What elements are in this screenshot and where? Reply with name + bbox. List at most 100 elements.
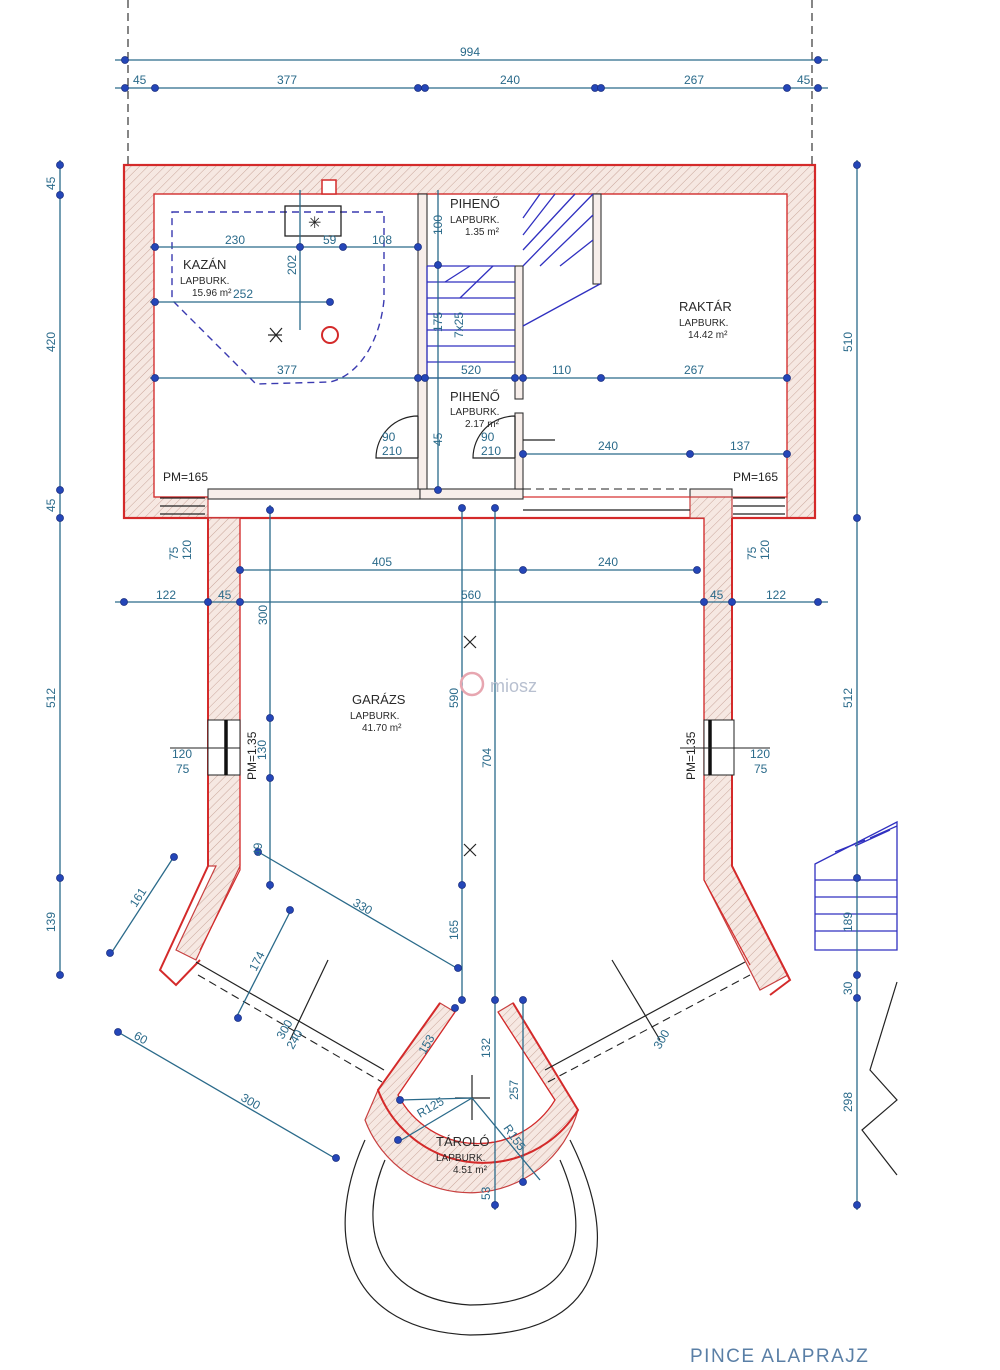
dim-d-165: 165 (447, 920, 461, 940)
dim-door-45: 45 (431, 432, 445, 446)
dim-g-45b: 45 (710, 588, 724, 602)
door-piheno (472, 415, 516, 459)
dim-kazan-202: 202 (285, 255, 299, 275)
dim-stair-175: 175 (431, 312, 445, 332)
dim-left-b: 420 (44, 332, 58, 352)
pm-garage-right-label: PM=1.35 (684, 731, 698, 780)
dim-left-d: 512 (44, 688, 58, 708)
pm-garage-left-label: PM=1.35 (245, 731, 259, 780)
dim-top-b: 377 (277, 73, 297, 87)
dim-gw-130: 130 (255, 740, 269, 760)
dim-g-122a: 122 (156, 588, 176, 602)
dimension-nodes (56, 56, 861, 1209)
dim-kazan-59: 59 (323, 233, 337, 247)
dim-door-210b: 210 (481, 444, 501, 458)
room-tarolo: TÁROLÓ LAPBURK. 4.51 m² (436, 1134, 489, 1176)
dim-g-45a: 45 (218, 588, 232, 602)
room-raktar-area: 14.42 m² (688, 330, 728, 341)
kazan-right-wall (417, 193, 428, 490)
pm-left-label: PM=165 (163, 470, 208, 484)
plan-title: PINCE ALAPRAJZ (690, 1346, 869, 1367)
dim-top-a: 45 (133, 73, 147, 87)
piheno-bottom-wall (419, 488, 524, 500)
dim-right-a: 510 (841, 332, 855, 352)
pm-annotations: PM=165 PM=165 PM=1.35 PM=1.35 (163, 470, 778, 780)
kazan-fixtures: ✳ (171, 205, 385, 385)
dim-win-120a: 120 (180, 540, 194, 560)
dim-gw-120b: 120 (750, 747, 770, 761)
dim-d-300b: 300 (239, 1090, 264, 1112)
dim-stair-7x25: 7x25 (452, 312, 466, 338)
dim-g-240: 240 (598, 555, 618, 569)
dim-g-704: 704 (480, 748, 494, 768)
pm-right-label: PM=165 (733, 470, 778, 484)
dim-d-330: 330 (351, 895, 376, 917)
room-garazs-floor: LAPBURK. (350, 711, 399, 722)
dim-left-c: 45 (44, 498, 58, 512)
dim-door-210a: 210 (382, 444, 402, 458)
room-garazs-area: 41.70 m² (362, 723, 402, 734)
doors (375, 415, 555, 459)
room-tarolo-area: 4.51 m² (453, 1165, 488, 1176)
dim-mid-110: 110 (552, 363, 571, 377)
room-piheno-upper: PIHENŐ LAPBURK. 1.35 m² (450, 196, 500, 238)
dim-gw-75a: 75 (176, 762, 190, 776)
window-garage-left (170, 719, 241, 776)
svg-text:✳: ✳ (308, 215, 321, 232)
dim-stair-100: 100 (431, 215, 445, 235)
dim-d-161: 161 (127, 885, 150, 910)
room-piheno1-name: PIHENŐ (450, 196, 500, 211)
room-raktar-name: RAKTÁR (679, 299, 732, 314)
watermark-text: miosz (490, 676, 537, 696)
stair-right-wall (592, 193, 602, 285)
dim-d-60: 60 (132, 1028, 151, 1047)
dimension-labels: 994 45 377 240 267 45 45 420 45 512 139 … (44, 45, 855, 1200)
watermark: miosz (459, 671, 537, 697)
room-garazs-name: GARÁZS (352, 692, 406, 707)
room-tarolo-floor: LAPBURK. (436, 1153, 485, 1164)
dim-gw-120a: 120 (172, 747, 192, 761)
dim-left-e: 139 (44, 912, 58, 932)
dim-top-d: 267 (684, 73, 704, 87)
dim-right-d: 30 (841, 981, 855, 995)
dim-top-c: 240 (500, 73, 520, 87)
room-piheno2-name: PIHENŐ (450, 389, 500, 404)
dim-top-total: 994 (460, 45, 480, 59)
window-upper-left (160, 497, 205, 515)
room-piheno-lower: PIHENŐ LAPBURK. 2.17 m² (450, 389, 500, 430)
dim-left-a: 45 (44, 176, 58, 190)
dim-mid-520: 520 (461, 363, 481, 377)
dim-lower-137: 137 (730, 439, 750, 453)
room-piheno2-area: 2.17 m² (465, 419, 500, 430)
window-garage-right (680, 719, 770, 776)
room-raktar: RAKTÁR LAPBURK. 14.42 m² (679, 299, 732, 341)
dim-win-75a: 75 (167, 546, 181, 560)
dim-mid-377: 377 (277, 363, 297, 377)
dim-win-120b: 120 (758, 540, 772, 560)
room-piheno1-floor: LAPBURK. (450, 215, 499, 226)
dim-kazan-230: 230 (225, 233, 245, 247)
room-kazan-area: 15.96 m² (192, 288, 232, 299)
dim-right-e: 298 (841, 1092, 855, 1112)
terrace-outline (344, 1139, 598, 1336)
room-piheno1-area: 1.35 m² (465, 227, 500, 238)
dim-door-90b: 90 (481, 430, 495, 444)
room-garazs: GARÁZS LAPBURK. 41.70 m² (350, 692, 406, 734)
kazan-dashed-outline (171, 211, 385, 385)
dim-g-590: 590 (447, 688, 461, 708)
room-kazan-name: KAZÁN (183, 257, 226, 272)
room-kazan-floor: LAPBURK. (180, 276, 229, 287)
dim-right-b: 512 (841, 688, 855, 708)
dimension-lines (59, 0, 858, 1210)
dim-win-75b: 75 (745, 546, 759, 560)
windows (160, 488, 785, 1083)
room-raktar-floor: LAPBURK. (679, 318, 728, 329)
dim-top-e: 45 (797, 73, 811, 87)
dim-g-405: 405 (372, 555, 392, 569)
door-kazan (375, 415, 419, 459)
dim-kazan-108: 108 (372, 233, 392, 247)
dim-kazan-252: 252 (233, 287, 253, 301)
dim-d-53: 53 (479, 1186, 493, 1200)
dim-g-560: 560 (461, 588, 481, 602)
